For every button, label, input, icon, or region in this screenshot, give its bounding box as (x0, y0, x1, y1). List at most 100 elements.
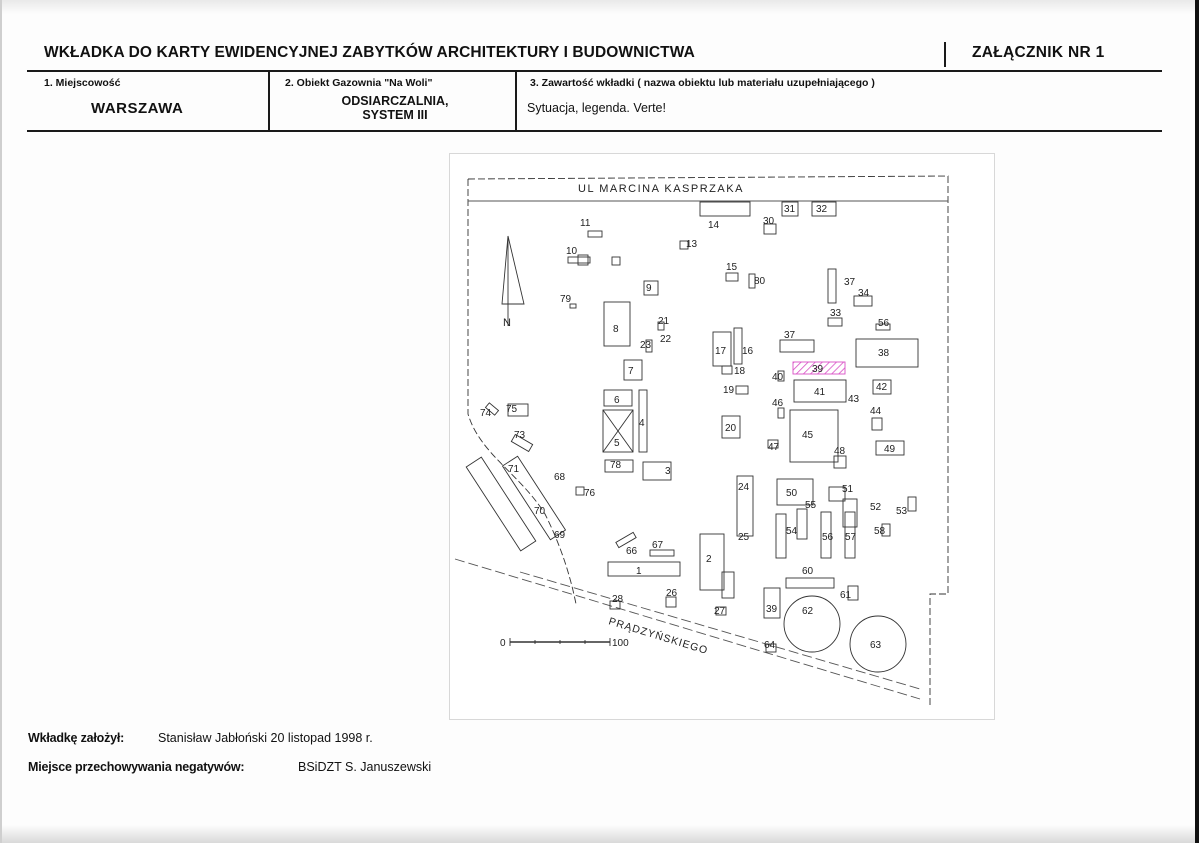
building-label: 56 (822, 532, 834, 543)
street-pradzynskiego-label: PRĄDZYŃSKIEGO (607, 614, 710, 657)
fields-rule (27, 130, 1162, 132)
building-label: 47 (768, 442, 780, 453)
building-label: 60 (802, 566, 814, 577)
highlighted-building-39 (792, 361, 846, 375)
building-label: 16 (742, 346, 754, 357)
building-label: 43 (848, 394, 860, 405)
building-label: 19 (723, 385, 735, 396)
building-label: 79 (560, 294, 572, 305)
author-value: Stanisław Jabłoński 20 listopad 1998 r. (158, 731, 373, 745)
negatives-value: BSiDZT S. Januszewski (298, 760, 432, 774)
building-label: 23 (640, 340, 652, 351)
building-label: 14 (708, 220, 720, 231)
building-label: 80 (754, 276, 766, 287)
building-label: 66 (626, 546, 638, 557)
building-label: 21 (658, 316, 670, 327)
building-label: 1 (636, 566, 642, 577)
building-label: 24 (738, 482, 750, 493)
negatives-label: Miejsce przechowywania negatywów: (28, 760, 245, 774)
building-label: 39 (812, 364, 824, 375)
building-label: 53 (896, 506, 908, 517)
scan-edge-right (1195, 0, 1199, 843)
building-labels: 1 2 3 4 5 6 7 8 9 10 11 13 14 15 16 17 1… (480, 204, 908, 651)
document-title: WKŁADKA DO KARTY EWIDENCYJNEJ ZABYTKÓW A… (44, 44, 695, 61)
building-label: 55 (805, 500, 817, 511)
street-kasprzaka-label: UL MARCINA KASPRZAKA (578, 183, 744, 195)
building-label: 74 (480, 408, 492, 419)
building-label: 8 (613, 324, 619, 335)
scan-edge-top (0, 0, 1199, 14)
building-label: 41 (814, 387, 826, 398)
building-label: 45 (802, 430, 814, 441)
building-label: 69 (554, 530, 566, 541)
building-label: 37 (784, 330, 796, 341)
building-label: 4 (639, 418, 645, 429)
object-label: 2. Obiekt Gazownia "Na Woli" (285, 77, 433, 89)
building-label: 2 (706, 554, 712, 565)
locality-value: WARSZAWA (91, 100, 184, 117)
building-label: 64 (764, 640, 776, 651)
building-label: 5 (614, 438, 620, 449)
building-label: 73 (514, 430, 526, 441)
building-label: 11 (580, 218, 591, 229)
building-label: 68 (554, 472, 566, 483)
building-label: 33 (830, 308, 842, 319)
building-label: 17 (715, 346, 727, 357)
building-label: 51 (842, 484, 854, 495)
building-label: 13 (686, 239, 698, 250)
building-label: 58 (874, 526, 886, 537)
building-label: 10 (566, 246, 578, 257)
building-label: 27 (714, 606, 726, 617)
content-value: Sytuacja, legenda. Verte! (527, 101, 666, 115)
building-label: 44 (870, 406, 882, 417)
author-label: Wkładkę założył: (28, 731, 125, 745)
header-rule (27, 70, 1162, 72)
field-divider-2 (515, 71, 517, 131)
field-divider-1 (268, 71, 270, 131)
north-label: N (503, 317, 511, 329)
annex-number: ZAŁĄCZNIK NR 1 (972, 44, 1105, 61)
building-label: 52 (870, 502, 882, 513)
building-label: 62 (802, 606, 814, 617)
site-plan: UL MARCINA KASPRZAKA PRĄDZYŃSKIEGO N 0 1… (449, 153, 995, 720)
scale-bar (509, 638, 611, 646)
building-label: 70 (534, 506, 546, 517)
building-label: 76 (584, 488, 596, 499)
building-label: 22 (660, 334, 672, 345)
site-boundary (467, 175, 949, 706)
building-label: 3 (665, 466, 671, 477)
scale-end-label: 100 (612, 638, 629, 649)
north-arrow-icon (501, 235, 525, 326)
building-label: 38 (878, 348, 890, 359)
scale-start-label: 0 (500, 638, 506, 649)
building-label: 15 (726, 262, 738, 273)
building-label: 6 (614, 395, 620, 406)
building-label: 50 (786, 488, 798, 499)
building-label: 63 (870, 640, 882, 651)
building-label: 34 (858, 288, 870, 299)
object-value-line1: ODSIARCZALNIA, (341, 94, 449, 108)
building-label: 31 (784, 204, 796, 215)
building-label: 40 (772, 372, 784, 383)
building-label: 18 (734, 366, 746, 377)
building-label: 48 (834, 446, 846, 457)
building-label: 9 (646, 283, 652, 294)
content-label: 3. Zawartość wkładki ( nazwa obiektu lub… (530, 77, 875, 89)
scan-edge-bottom (0, 825, 1199, 843)
building-label: 28 (612, 594, 624, 605)
building-label: 71 (508, 464, 520, 475)
building-label: 46 (772, 398, 784, 409)
building-label: 32 (816, 204, 828, 215)
building-label: 75 (506, 404, 518, 415)
object-value-line2: SYSTEM III (362, 108, 428, 122)
site-plan-drawing: UL MARCINA KASPRZAKA PRĄDZYŃSKIEGO N 0 1… (454, 175, 949, 706)
header-divider (944, 42, 946, 67)
building-label: 20 (725, 423, 737, 434)
building-label: 30 (763, 216, 775, 227)
building-label: 67 (652, 540, 664, 551)
building-label: 61 (840, 590, 852, 601)
street-pradzynskiego-edge (454, 558, 921, 700)
building-label: 57 (845, 532, 857, 543)
building-label: 39 (766, 604, 778, 615)
